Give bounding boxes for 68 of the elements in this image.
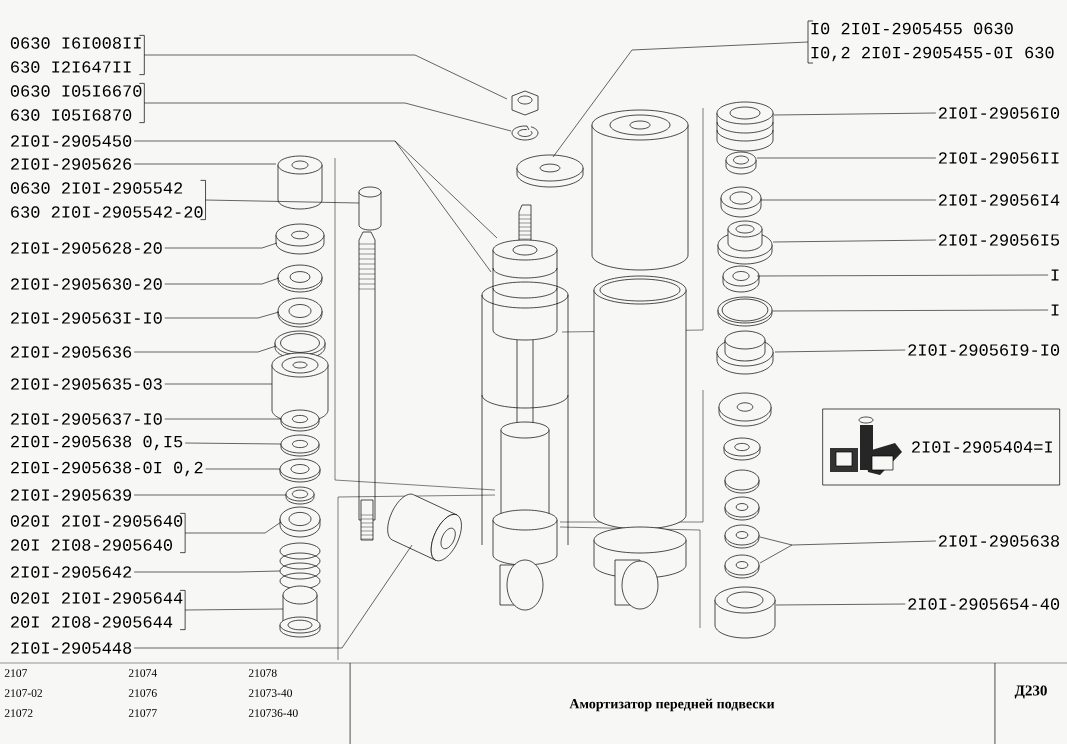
leader-line	[133, 570, 281, 573]
leader-line	[144, 102, 512, 132]
leader-line	[772, 239, 937, 243]
part-label: 2I0I-2905448	[11, 642, 132, 654]
leader-line	[133, 345, 277, 353]
table-cell: 210736-40	[248, 709, 298, 717]
leader-line	[133, 140, 498, 273]
bracketed-part-label: 0630 I6I008II 630 I2I647II	[10, 35, 145, 75]
part-label: 2I0I-2905639	[11, 489, 132, 501]
leader-line	[144, 54, 508, 100]
kit-box: 2I0I-2905404=I	[822, 408, 1060, 486]
part-label: 2I0I-2905626	[11, 158, 132, 170]
table-cell: 2107-02	[4, 689, 43, 697]
part-label: 2I0I-29056II	[938, 152, 1059, 164]
table-cell: 21072	[4, 709, 33, 717]
leader-line	[164, 418, 282, 420]
part-label: 2I0I-29056I5	[938, 234, 1060, 246]
part-label: 2I0I-2905635-03	[11, 378, 162, 390]
part-label: 2I0I-2905628-20	[11, 242, 162, 254]
leader-line	[760, 199, 937, 201]
part-label: 2I0I-2905638-0I 0,2	[11, 461, 203, 477]
leader-line	[164, 277, 280, 285]
sheet-title: Амортизатор передней подвески	[569, 698, 775, 712]
leader-line	[184, 521, 282, 534]
part-label: 2I0I-2905450	[11, 135, 132, 147]
leader-line	[759, 536, 937, 564]
part-label: 2I0I-29056I4	[938, 194, 1060, 206]
leader-line	[164, 311, 280, 319]
bracketed-part-label: I0 2I0I-2905455 0630 I0,2 2I0I-2905455-0I 630	[807, 20, 1054, 64]
bracketed-part-label: 0630 2I0I-2905542 630 2I0I-2905542-20	[10, 180, 206, 220]
sheet-number: Д230	[1014, 685, 1047, 699]
leader-line	[775, 603, 906, 606]
part-label: 2I0I-2905630-20	[11, 278, 162, 290]
table-cell: 2107	[4, 669, 27, 677]
part-label: 2I0I-29056I9-I0	[908, 344, 1060, 356]
bracketed-part-label: 020I 2I0I-2905640 20I 2I08-2905640	[10, 513, 186, 553]
leader-line	[205, 199, 360, 204]
bracketed-part-label: 0630 I05I6670 630 I05I6870	[10, 83, 145, 123]
leader-line	[133, 163, 277, 165]
part-label: 2I0I-2905637-I0	[11, 413, 162, 425]
leader-line	[756, 157, 937, 159]
leader-line	[184, 442, 282, 445]
table-cell: 21077	[128, 709, 157, 717]
leader-line	[133, 544, 413, 649]
part-label: 2I0I-2905636	[11, 346, 132, 358]
part-label: 2I0I-29056I0	[938, 107, 1060, 119]
bracketed-part-label: 020I 2I0I-2905644 20I 2I08-2905644	[10, 590, 186, 630]
part-label: 2I0I-2905654-40	[908, 598, 1060, 610]
leader-line	[184, 608, 284, 611]
leader-line	[205, 468, 281, 470]
table-cell: 21074	[128, 669, 157, 677]
leader-line	[774, 349, 906, 353]
part-label: 2I0I-2905642	[11, 566, 132, 578]
part-label: I	[1051, 269, 1059, 281]
leader-line	[772, 309, 1049, 312]
leader-line	[164, 242, 278, 249]
part-label: 2I0I-290563I-I0	[11, 312, 162, 324]
table-cell: 21073-40	[248, 689, 292, 697]
table-cell: 21078	[248, 669, 277, 677]
leader-line	[164, 383, 273, 385]
leader-line	[133, 494, 287, 496]
part-label: 2I0I-2905638	[938, 535, 1060, 547]
leader-line	[552, 41, 809, 158]
part-label: 2I0I-2905638 0,I5	[11, 435, 183, 451]
leader-line	[756, 274, 1049, 277]
part-label: I	[1051, 304, 1059, 316]
leader-line	[773, 112, 937, 116]
table-cell: 21076	[128, 689, 157, 697]
